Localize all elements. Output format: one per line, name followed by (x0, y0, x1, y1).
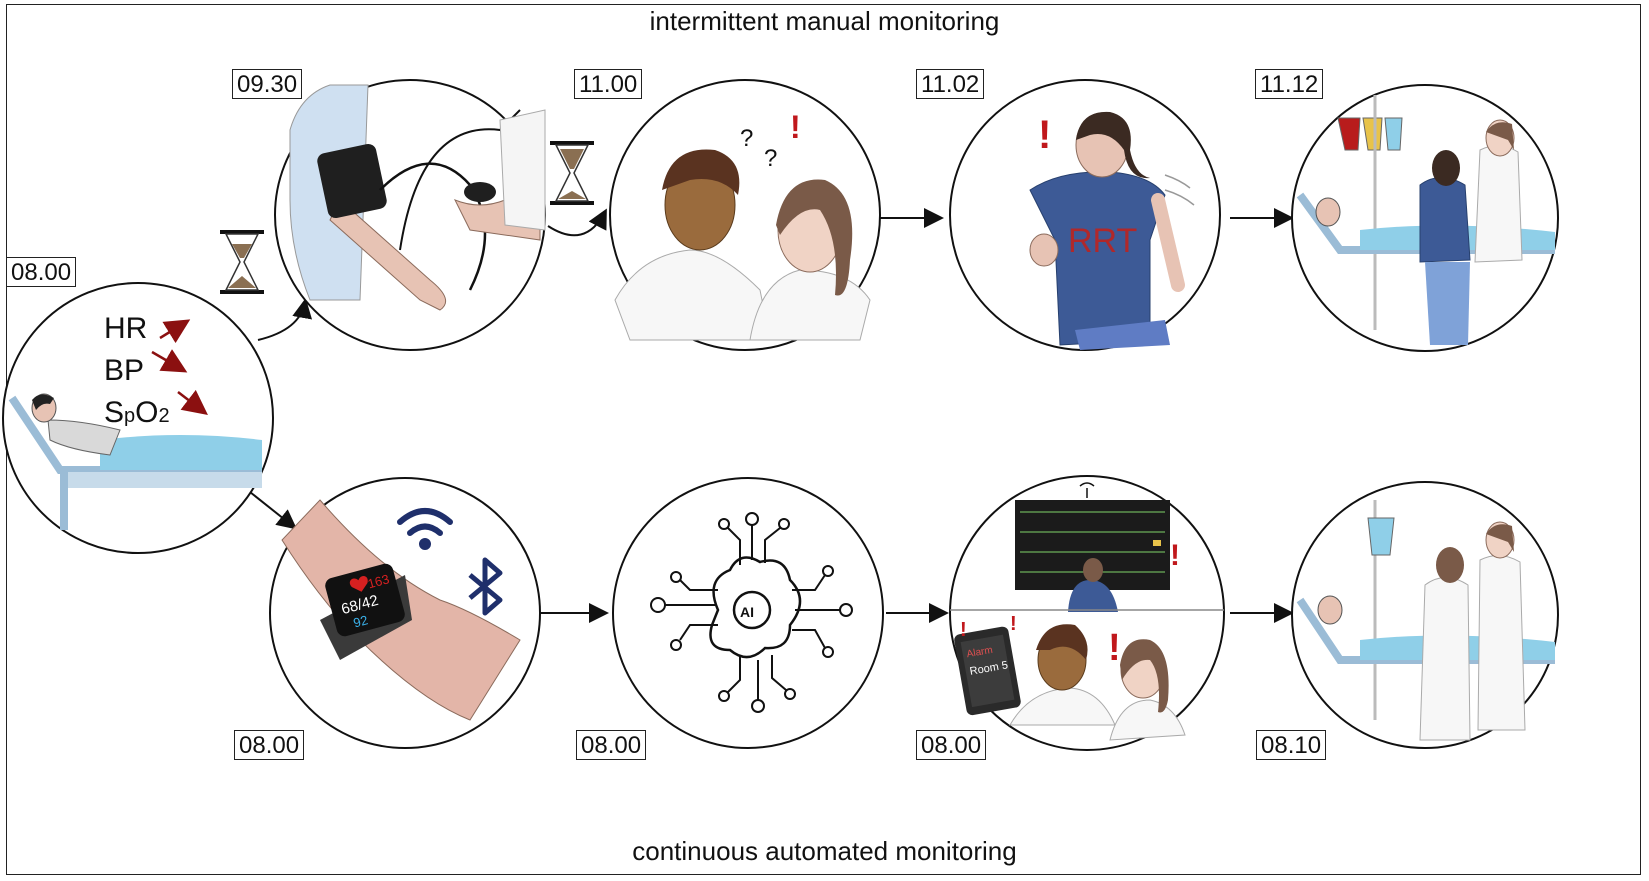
smartwatch-screen (325, 563, 405, 637)
auto-alert-circle: ! ! ! ! (949, 475, 1225, 751)
time-label-rrt: 11.02 (916, 69, 985, 99)
alert-mark: ! (960, 619, 967, 641)
bp-cuff (317, 143, 387, 219)
tablet-alarm-text: Alarm (966, 645, 994, 660)
alert-mark: ! (790, 109, 801, 145)
ai-chip-label: AI (740, 604, 754, 620)
svg-text:?: ? (764, 145, 777, 172)
vital-spo2-s: S (104, 396, 125, 429)
manual-treatment-circle (1291, 84, 1559, 352)
rrt-shirt-label: RRT (1068, 222, 1137, 260)
bp-bulb (464, 182, 496, 202)
bottom-heading: continuous automated monitoring (632, 836, 1017, 866)
vital-trend-arrows (151, 319, 208, 416)
vital-spo2-o: O (135, 396, 159, 429)
brain-icon (709, 556, 802, 659)
vital-bp: BP (104, 354, 145, 387)
arrow-bp-to-review (547, 208, 607, 237)
tablet-device (954, 626, 1021, 716)
bluetooth-icon (468, 557, 503, 616)
watch-hr-value: 163 (366, 571, 391, 591)
arrow-start-to-wearable (249, 491, 298, 530)
alert-mark: ! (1038, 113, 1051, 157)
auto-ai-circle (612, 477, 884, 749)
auto-wearable-circle (269, 477, 541, 749)
auto-treatment-circle (1291, 481, 1559, 749)
alert-mark: ! (1010, 613, 1017, 635)
vital-spo2: SpO2 (104, 392, 170, 434)
vital-signs-list: HR BP SpO2 (104, 308, 170, 434)
time-label-wearable: 08.00 (234, 730, 305, 760)
top-heading: intermittent manual monitoring (649, 6, 1000, 36)
circuit-traces (650, 512, 853, 713)
vital-spo2-p: p (124, 405, 136, 427)
antenna-icon (1079, 482, 1095, 498)
flow-arrows (249, 208, 1294, 623)
watch-spo2-value: 92 (352, 612, 370, 630)
time-label-start: 08.00 (6, 257, 77, 287)
alert-mark: ! (1170, 539, 1180, 572)
svg-text:?: ? (740, 125, 753, 152)
vital-hr: HR (104, 312, 148, 345)
hourglass-icon (550, 141, 594, 205)
manual-bp-circle (274, 79, 546, 351)
time-label-review: 11.00 (574, 69, 643, 99)
patient-bed (8, 393, 262, 530)
start-patient-circle (2, 282, 274, 554)
time-label-bp: 09.30 (232, 69, 303, 99)
alert-mark: ! (1108, 627, 1121, 669)
hourglass-icon (220, 230, 264, 294)
time-label-ai: 08.00 (576, 730, 647, 760)
time-label-auto-treatment: 08.10 (1256, 730, 1327, 760)
time-label-manual-treatment: 11.12 (1255, 69, 1324, 99)
vital-spo2-2: 2 (158, 405, 170, 427)
time-label-alert: 08.00 (916, 730, 987, 760)
arrow-start-to-bp (257, 298, 313, 341)
wifi-icon (397, 508, 453, 550)
manual-review-circle: ? ? ! (609, 79, 881, 351)
manual-rrt-circle: ! (949, 79, 1221, 351)
